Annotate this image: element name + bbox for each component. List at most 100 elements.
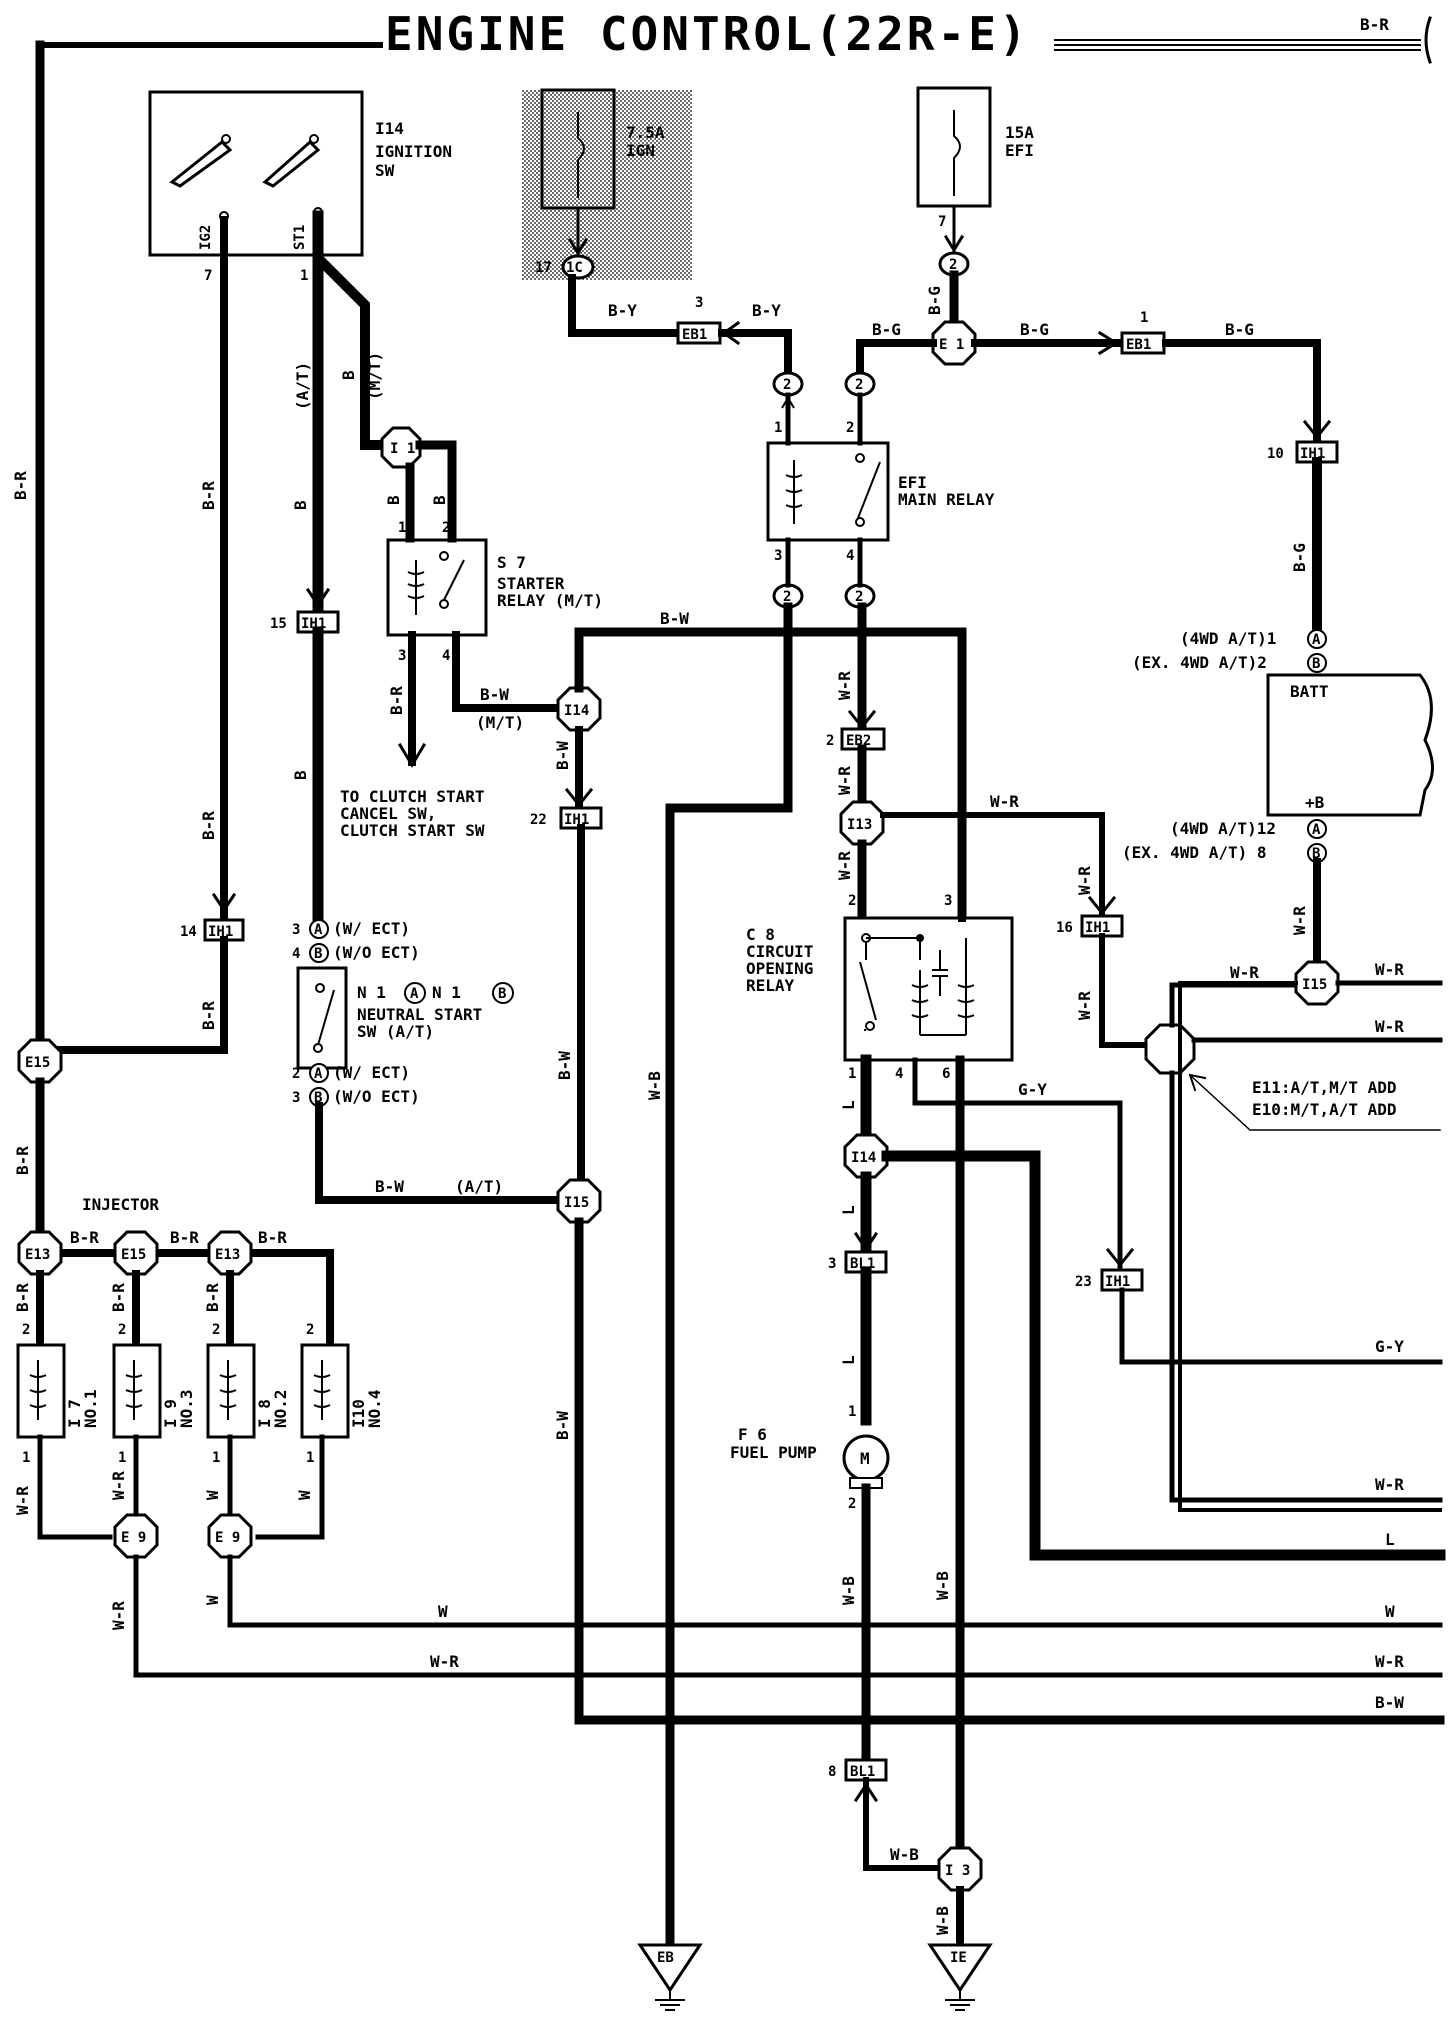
svg-text:2: 2 [855, 377, 863, 393]
svg-text:B: B [1312, 656, 1320, 672]
svg-text:2: 2 [783, 589, 791, 605]
svg-text:W-R: W-R [1375, 1652, 1404, 1671]
svg-text:(M/T): (M/T) [365, 352, 384, 400]
svg-text:2: 2 [846, 420, 854, 436]
svg-text:B-W: B-W [660, 609, 689, 628]
svg-text:22: 22 [530, 812, 547, 828]
svg-text:I13: I13 [847, 817, 872, 833]
svg-text:A: A [1312, 632, 1321, 648]
svg-text:A: A [1312, 822, 1321, 838]
svg-text:B-R: B-R [13, 1146, 32, 1175]
svg-text:S 7: S 7 [497, 553, 526, 572]
svg-text:RELAY: RELAY [746, 976, 795, 995]
svg-text:W: W [203, 1595, 222, 1605]
svg-text:I 7: I 7 [65, 1399, 84, 1428]
svg-text:NO.3: NO.3 [177, 1389, 196, 1428]
svg-text:W: W [203, 1490, 222, 1500]
svg-text:2: 2 [855, 589, 863, 605]
svg-text:3: 3 [292, 922, 300, 938]
svg-text:1: 1 [848, 1404, 856, 1420]
svg-text:IG2: IG2 [198, 225, 214, 250]
svg-text:1: 1 [1140, 310, 1148, 326]
svg-text:I15: I15 [564, 1195, 589, 1211]
svg-text:B-G: B-G [1225, 320, 1254, 339]
svg-text:C 8: C 8 [746, 925, 775, 944]
svg-text:E10:M/T,A/T ADD: E10:M/T,A/T ADD [1252, 1100, 1397, 1119]
svg-text:2: 2 [306, 1322, 314, 1338]
svg-text:E11:A/T,M/T ADD: E11:A/T,M/T ADD [1252, 1078, 1397, 1097]
svg-text:3: 3 [695, 295, 703, 311]
svg-text:IGNITION: IGNITION [375, 142, 452, 161]
svg-text:MAIN RELAY: MAIN RELAY [898, 490, 995, 509]
svg-text:I14: I14 [375, 119, 404, 138]
ground-ie: IE [927, 1943, 993, 2011]
svg-text:L: L [839, 1355, 858, 1365]
svg-text:B: B [498, 986, 506, 1002]
svg-text:(4WD A/T)1: (4WD A/T)1 [1180, 629, 1276, 648]
svg-text:L: L [839, 1100, 858, 1110]
svg-text:B: B [291, 500, 310, 510]
svg-text:B: B [384, 495, 403, 505]
fuse-efi: 15A EFI [916, 86, 1034, 208]
svg-text:W-R: W-R [1375, 1017, 1404, 1036]
svg-text:W-B: W-B [890, 1845, 919, 1864]
svg-text:NO.1: NO.1 [81, 1389, 100, 1428]
svg-text:E13: E13 [25, 1247, 50, 1263]
svg-text:W-R: W-R [430, 1652, 459, 1671]
svg-text:W-B: W-B [933, 1906, 952, 1935]
svg-text:FUEL PUMP: FUEL PUMP [730, 1443, 817, 1462]
svg-text:I 9: I 9 [161, 1399, 180, 1428]
junction-e9-a: E 9 [113, 1513, 159, 1559]
svg-text:B-R: B-R [109, 1283, 128, 1312]
ignition-switch: IG2 ST1 I14 IGNITION SW 7 1 [148, 90, 452, 284]
svg-text:STARTER: STARTER [497, 574, 565, 593]
svg-text:W-R: W-R [13, 1486, 32, 1515]
svg-text:W-R: W-R [1290, 906, 1309, 935]
svg-text:6: 6 [942, 1066, 950, 1082]
svg-text:B: B [1312, 846, 1320, 862]
junction-i14-left: I14 [556, 686, 602, 732]
svg-text:7: 7 [204, 268, 212, 284]
svg-text:14: 14 [180, 924, 197, 940]
svg-text:B-W: B-W [553, 741, 572, 770]
fuel-pump: 1 M F 6 FUEL PUMP 2 [730, 1404, 890, 1512]
svg-text:I14: I14 [564, 703, 589, 719]
junction-i1: I 1 [380, 426, 422, 469]
svg-text:3: 3 [774, 548, 782, 564]
svg-text:RELAY (M/T): RELAY (M/T) [497, 591, 603, 610]
svg-text:(EX. 4WD A/T)2: (EX. 4WD A/T)2 [1132, 653, 1267, 672]
diagram-title: ENGINE CONTROL(22R-E) [385, 7, 1030, 61]
svg-text:E 9: E 9 [121, 1530, 146, 1546]
svg-text:A: A [314, 922, 323, 938]
efi-main-relay: 2 2 1 2 EFI MAIN RELAY 3 4 2 2 [766, 371, 995, 609]
junction-e9-b: E 9 [207, 1513, 253, 1559]
junction-e1: E 1 [931, 320, 977, 366]
svg-text:I10: I10 [349, 1399, 368, 1428]
svg-text:SW: SW [375, 161, 395, 180]
svg-text:ST1: ST1 [292, 225, 308, 250]
svg-text:B-Y: B-Y [608, 301, 637, 320]
svg-text:IH1: IH1 [564, 812, 589, 828]
svg-text:B-R: B-R [199, 811, 218, 840]
svg-text:4: 4 [442, 648, 450, 664]
svg-text:A: A [410, 986, 419, 1002]
svg-text:1: 1 [774, 420, 782, 436]
svg-text:E 1: E 1 [939, 337, 964, 353]
junction-i14-right: I14 [843, 1133, 889, 1179]
svg-text:1: 1 [848, 1066, 856, 1082]
svg-text:I15: I15 [1302, 977, 1327, 993]
svg-text:E15: E15 [121, 1247, 146, 1263]
neutral-start-switch [296, 966, 348, 1070]
svg-text:16: 16 [1056, 920, 1073, 936]
svg-text:E13: E13 [215, 1247, 240, 1263]
svg-text:N 1: N 1 [432, 983, 461, 1002]
svg-text:B-R: B-R [387, 686, 406, 715]
svg-text:B: B [339, 370, 358, 380]
svg-text:B-R: B-R [13, 1283, 32, 1312]
starter-relay: 1 2 S 7 STARTER RELAY (M/T) 3 4 [386, 520, 603, 664]
svg-text:B-R: B-R [70, 1228, 99, 1247]
svg-text:1: 1 [118, 1450, 126, 1466]
svg-text:W-B: W-B [645, 1071, 664, 1100]
svg-text:(A/T): (A/T) [455, 1177, 503, 1196]
junction-e15-left: E15 [17, 1038, 63, 1084]
